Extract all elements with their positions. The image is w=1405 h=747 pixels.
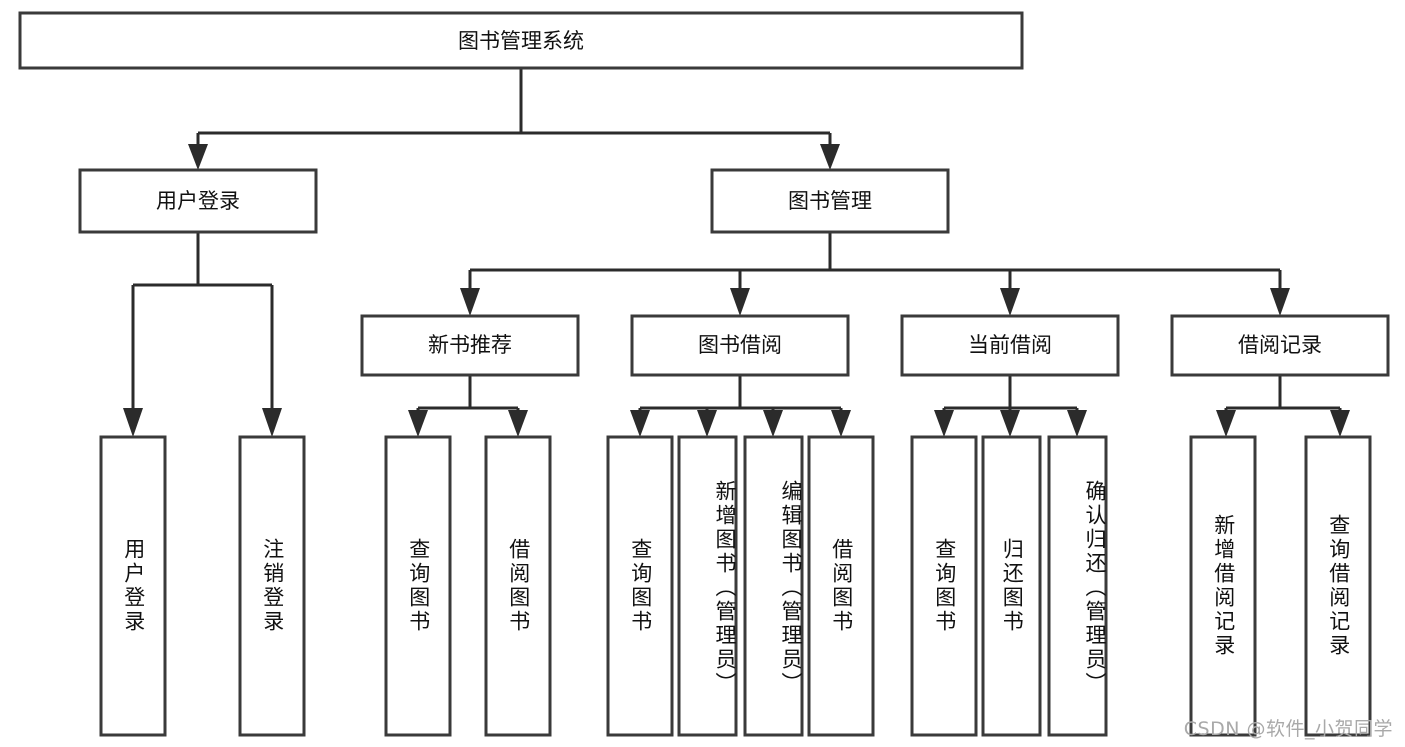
- node-root[interactable]: [18, 11, 1024, 70]
- arrow-head-leaf-user-login: [123, 408, 143, 437]
- arrow-head-leaf-add-book: [697, 410, 717, 437]
- node-leaf-add-record[interactable]: [1189, 435, 1257, 737]
- arrow-head-borrow-record: [1270, 288, 1290, 316]
- node-new-book-recommend-label: 新书推荐: [428, 333, 512, 357]
- node-leaf-confirm-return[interactable]: [1047, 435, 1108, 737]
- node-user-login-label: 用户登录: [156, 189, 240, 213]
- node-leaf-query-book-1[interactable]: [384, 435, 452, 737]
- node-user-login[interactable]: [78, 168, 318, 234]
- arrow-head-leaf-edit-book: [763, 410, 783, 437]
- node-book-management-label: 图书管理: [788, 189, 872, 213]
- arrow-head-leaf-query-book-1: [408, 410, 428, 437]
- arrow-head-new-book-recommend: [460, 288, 480, 316]
- arrow-head-leaf-user-logout: [262, 408, 282, 437]
- node-borrow-record-label: 借阅记录: [1238, 333, 1322, 357]
- connector-group: [123, 68, 1350, 437]
- node-leaf-borrow-book-1[interactable]: [484, 435, 552, 737]
- arrow-head-leaf-add-record: [1216, 410, 1236, 437]
- arrow-head-book-management: [820, 144, 840, 170]
- arrow-head-leaf-query-book-2: [630, 410, 650, 437]
- node-leaf-user-login[interactable]: [99, 435, 167, 737]
- node-leaf-edit-book[interactable]: [743, 435, 804, 737]
- arrow-head-user-login: [188, 144, 208, 170]
- node-box-group: 图书管理系统 用户登录 图书管理 新书推荐 图书借阅 当前借阅 借阅记录: [18, 11, 1390, 737]
- arrow-head-leaf-return-book: [1000, 410, 1020, 437]
- watermark-text: CSDN @软件_小贺同学: [1183, 718, 1393, 740]
- node-book-borrow-label: 图书借阅: [698, 333, 782, 357]
- node-leaf-return-book[interactable]: [981, 435, 1042, 737]
- arrow-head-book-borrow: [730, 288, 750, 316]
- arrow-head-leaf-query-record: [1330, 410, 1350, 437]
- arrow-head-leaf-query-book-3: [934, 410, 954, 437]
- node-leaf-query-book-3[interactable]: [910, 435, 978, 737]
- node-leaf-query-book-2[interactable]: [606, 435, 674, 737]
- arrow-head-leaf-confirm-return: [1067, 410, 1087, 437]
- arrow-head-current-borrow: [1000, 288, 1020, 316]
- arrow-head-leaf-borrow-book-2: [831, 410, 851, 437]
- node-leaf-add-book[interactable]: [677, 435, 738, 737]
- node-new-book-recommend[interactable]: [360, 314, 580, 377]
- node-leaf-borrow-book-2[interactable]: [807, 435, 875, 737]
- node-leaf-query-record[interactable]: [1304, 435, 1372, 737]
- node-leaf-user-logout[interactable]: [238, 435, 306, 737]
- node-book-borrow[interactable]: [630, 314, 850, 377]
- node-root-label: 图书管理系统: [458, 29, 584, 53]
- node-book-management[interactable]: [710, 168, 950, 234]
- arrow-head-leaf-borrow-book-1: [508, 410, 528, 437]
- node-current-borrow[interactable]: [900, 314, 1120, 377]
- node-current-borrow-label: 当前借阅: [968, 333, 1052, 357]
- node-borrow-record[interactable]: [1170, 314, 1390, 377]
